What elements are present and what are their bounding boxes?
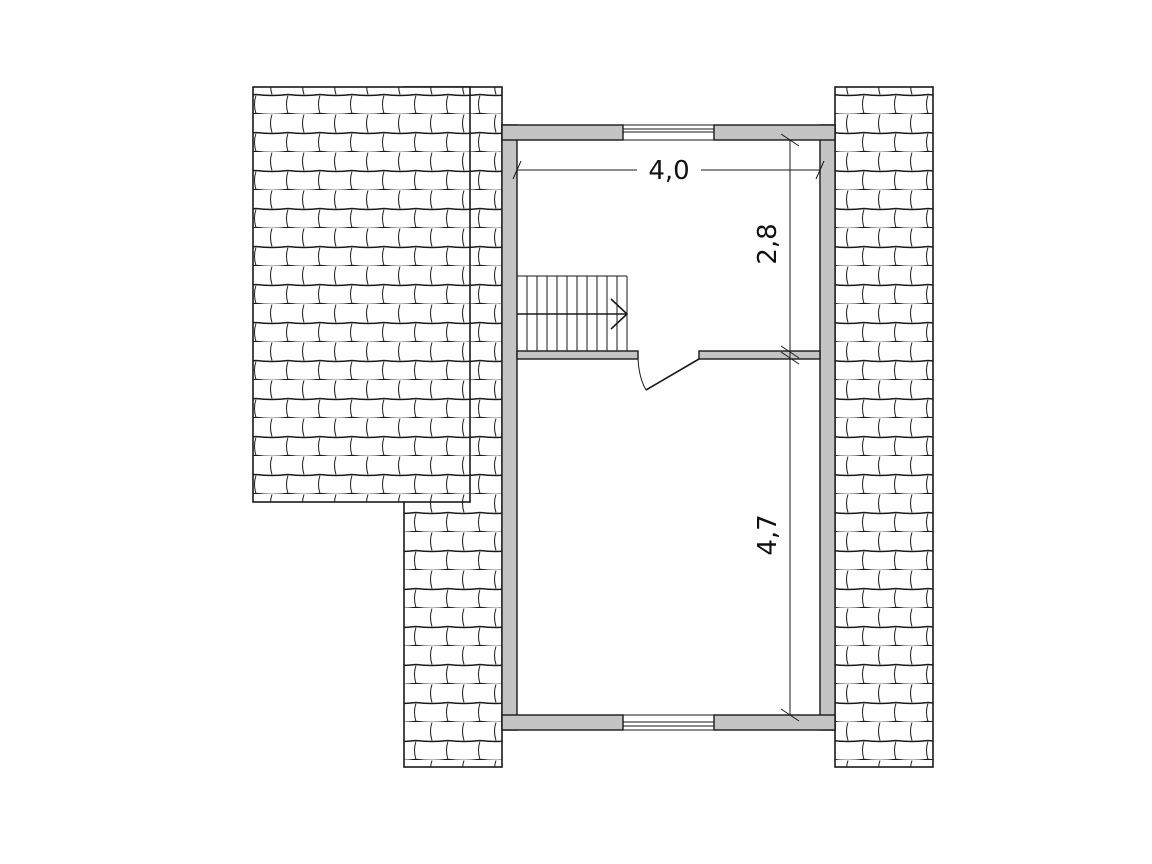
- staircase: [517, 275, 629, 351]
- door-leaf: [645, 358, 700, 391]
- window-bottom: [623, 714, 714, 731]
- wall-top-right: [713, 124, 836, 141]
- walls: [501, 124, 836, 731]
- dimension-lower-height-label: 4,7: [753, 514, 783, 555]
- roof-left-upper: [252, 86, 471, 503]
- dimension-lines: [512, 133, 825, 722]
- dimension-width-label: 4,0: [648, 156, 689, 186]
- wall-right: [819, 124, 836, 731]
- door-swing-arc: [637, 358, 647, 391]
- wall-bottom-right: [713, 714, 836, 731]
- partition-right: [698, 350, 821, 360]
- roof-right: [834, 86, 934, 768]
- dimension-upper-height-label: 2,8: [753, 223, 783, 264]
- wall-bottom-left: [501, 714, 624, 731]
- window-top: [623, 124, 714, 141]
- wall-left: [501, 124, 518, 731]
- stair-arrow-head: [610, 298, 629, 330]
- wall-top-left: [501, 124, 624, 141]
- partition-left: [516, 350, 639, 360]
- roof-tiles: [252, 86, 934, 768]
- door: [637, 358, 700, 391]
